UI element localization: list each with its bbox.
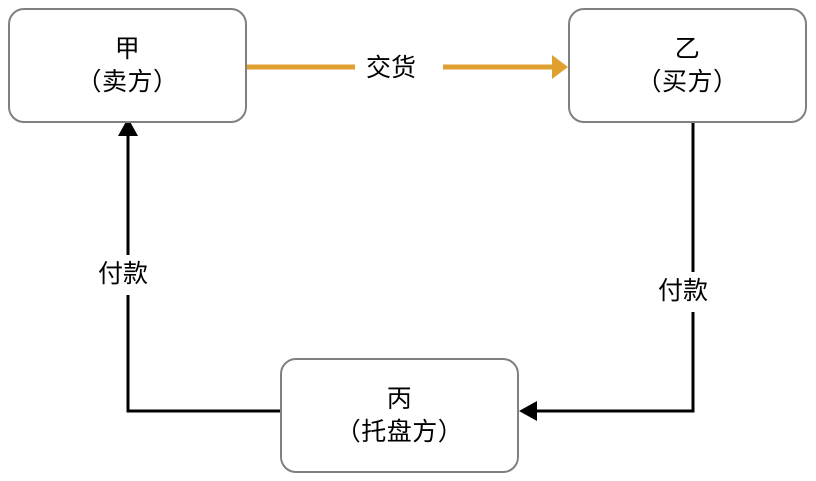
edge-label-payment-buyer-to-platform: 付款 — [652, 276, 715, 306]
edge-label-payment-platform-to-seller: 付款 — [92, 259, 155, 289]
node-buyer[interactable]: 乙 （买方） — [568, 8, 807, 123]
edge-payment-platform-to-seller — [118, 118, 280, 413]
edge-delivery — [247, 55, 568, 79]
node-seller[interactable]: 甲 （卖方） — [8, 8, 247, 123]
edge-payment-right-segment-lower — [537, 312, 695, 413]
node-seller-subtitle: （卖方） — [76, 67, 179, 96]
node-buyer-title: 乙 — [674, 34, 701, 63]
edge-delivery-arrowhead — [552, 55, 568, 79]
node-platform-subtitle: （托盘方） — [335, 417, 464, 446]
edge-payment-buyer-to-platform — [519, 123, 695, 421]
edge-label-delivery: 交货 — [360, 53, 423, 83]
node-buyer-subtitle: （买方） — [636, 67, 739, 96]
edge-payment-left-segment-lower — [126, 295, 280, 413]
edge-payment-left-arrowhead — [118, 118, 138, 136]
node-seller-title: 甲 — [114, 34, 141, 63]
edge-payment-right-arrowhead — [519, 401, 537, 421]
node-platform[interactable]: 丙 （托盘方） — [280, 358, 519, 473]
node-platform-title: 丙 — [386, 384, 413, 413]
